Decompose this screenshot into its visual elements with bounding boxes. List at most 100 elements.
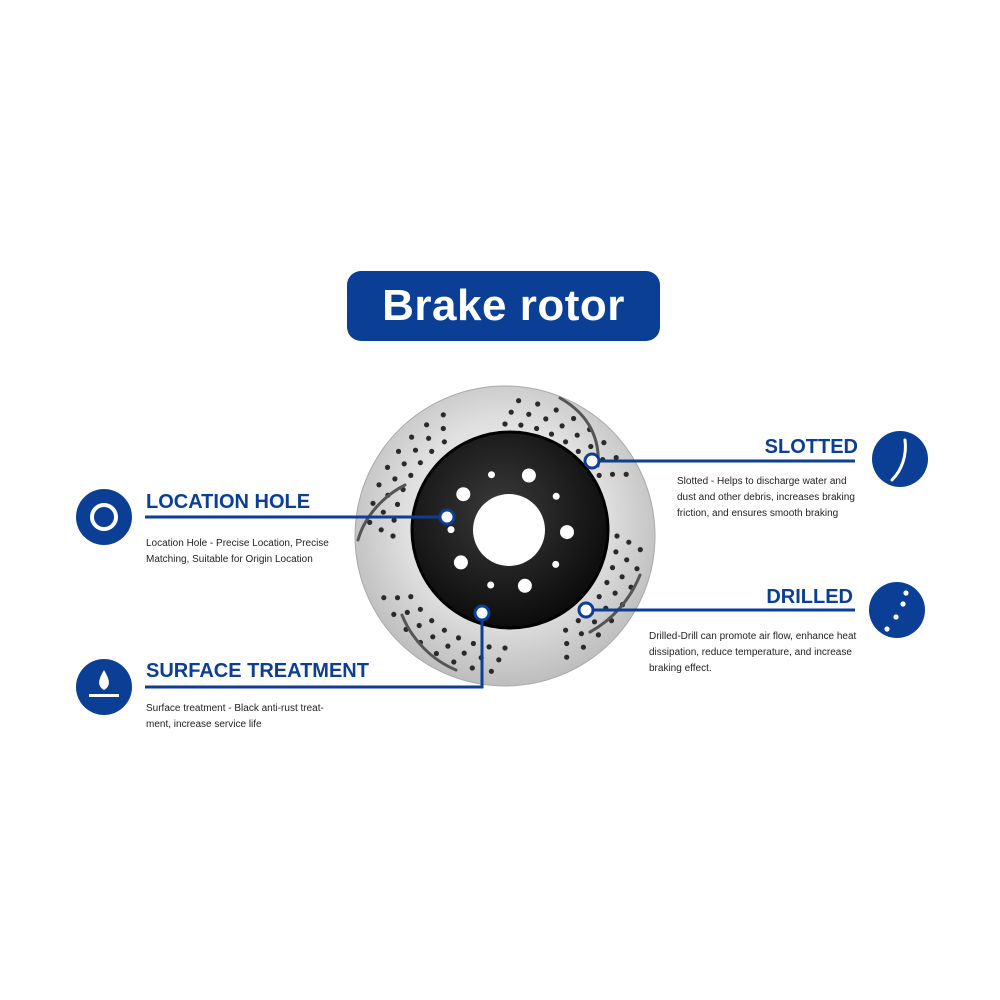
drill-hole [578,631,585,637]
lug-hole [453,555,468,570]
drill-hole [596,594,602,600]
drill-hole [451,659,457,665]
drill-hole [619,574,625,580]
slot-groove [356,483,407,542]
drill-hole [384,464,391,470]
hat-small-hole [488,471,495,479]
location-hole-marker [438,508,456,526]
slotted-marker [583,452,601,470]
drill-hole [417,606,423,612]
drill-hole [595,632,602,638]
drill-hole [580,644,587,650]
drill-hole [564,654,570,660]
drill-hole [612,590,618,596]
drill-hole [596,472,602,478]
drill-hole [412,447,419,453]
drill-hole [380,509,386,515]
desc-line: dissipation, reduce temperature, and inc… [649,647,852,658]
drill-hole [404,609,410,616]
drill-hole [461,650,467,656]
drill-hole [429,448,435,454]
drill-hole [401,461,407,467]
drilled-desc: Drilled-Drill can promote air flow, enha… [649,629,856,677]
drill-hole [508,409,514,415]
drill-hole [575,448,581,454]
drill-hole [395,448,402,454]
drill-hole [470,640,476,647]
drill-hole [502,421,508,427]
desc-line: dust and other debris, increases braking [677,492,855,503]
ring-icon [76,489,132,545]
drill-hole [604,579,610,586]
slot-icon [872,431,928,487]
surface-treatment-marker [473,604,491,622]
drill-hole [518,422,524,428]
drill-hole [391,517,397,523]
surface-treatment-desc: Surface treatment - Black anti-rust trea… [146,701,324,733]
center-bore [473,494,545,566]
lug-hole [521,468,536,483]
lug-hole [456,487,471,502]
drill-hole [637,547,643,553]
drill-hole [624,557,630,563]
hat-small-hole [552,560,560,568]
drill-hole [429,618,435,624]
drill-hole [548,431,555,437]
drill-hole [469,665,475,671]
drill-hole [526,411,532,417]
drill-hole [486,644,492,650]
drill-hole [488,668,494,674]
drill-hole [370,500,376,506]
drill-hole [408,472,414,478]
drill-hole [440,412,446,418]
desc-line: Location Hole - Precise Location, Precis… [146,538,329,549]
drill-hole [367,519,373,526]
drill-hole [613,549,619,555]
drill-hole [426,435,432,441]
drill-hole [575,618,581,624]
drill-hole [609,471,616,477]
slotted-desc: Slotted - Helps to discharge water and d… [677,474,855,522]
slot-groove [400,613,458,672]
slot-groove [588,573,642,634]
drill-hole [378,527,384,533]
surface-treatment-title: SURFACE TREATMENT [146,660,369,682]
surface-treatment-leader [145,612,484,689]
hat-small-hole [447,526,455,534]
drill-hole [543,416,549,422]
drill-hole [601,440,607,446]
drill-hole [455,635,462,641]
drill-hole [408,594,414,600]
drill-hole [559,423,565,429]
drop-icon [76,659,132,715]
desc-line: braking effect. [649,663,712,674]
drill-hole [626,539,632,545]
drill-hole [441,439,447,445]
lug-hole [560,525,574,540]
title-badge: Brake rotor [347,271,660,341]
drill-hole [564,640,570,647]
drill-hole [394,501,401,507]
page-title: Brake rotor [382,281,625,330]
lug-hole [517,578,532,593]
drill-hole [417,460,423,466]
drill-hole [613,455,619,461]
desc-line: friction, and ensures smooth braking [677,508,839,519]
drill-hole [433,650,439,657]
drill-hole [563,439,569,445]
drill-hole [440,425,446,432]
drilled-title: DRILLED [766,586,853,608]
drill-hole [516,398,522,404]
hat-rim [410,430,610,630]
drill-hole [634,566,640,572]
drill-hole [391,611,397,618]
drilled-holes [367,398,643,674]
hat-small-hole [487,581,495,589]
drill-hole [614,533,620,539]
drill-hole [553,407,559,413]
drill-hole [588,443,594,450]
drill-hole [574,432,580,438]
drill-hole [441,627,447,633]
drill-hole [376,482,382,488]
